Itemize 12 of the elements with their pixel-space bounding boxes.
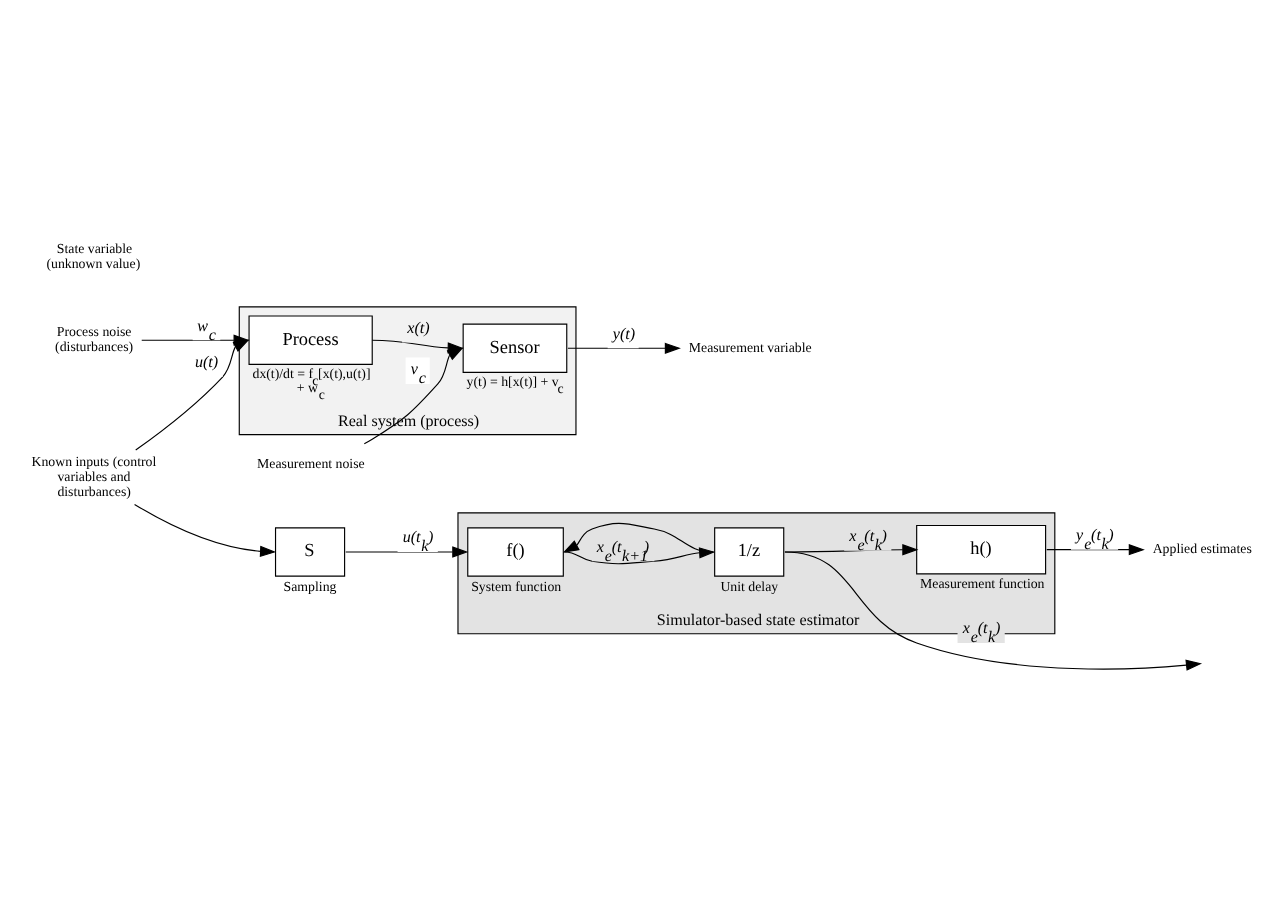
arrow: [562, 522, 715, 553]
edge-label: x(t): [407, 318, 430, 337]
arrow: [784, 551, 1203, 671]
arrow: [141, 334, 250, 346]
edge-label: y(t): [612, 324, 636, 343]
arrow: [134, 503, 277, 557]
arrow: [1046, 544, 1145, 556]
arrow: [345, 546, 469, 558]
edge-label: u(t): [194, 353, 219, 372]
arrow: [363, 347, 464, 445]
arrow: [784, 544, 919, 556]
arrow: [567, 342, 681, 354]
